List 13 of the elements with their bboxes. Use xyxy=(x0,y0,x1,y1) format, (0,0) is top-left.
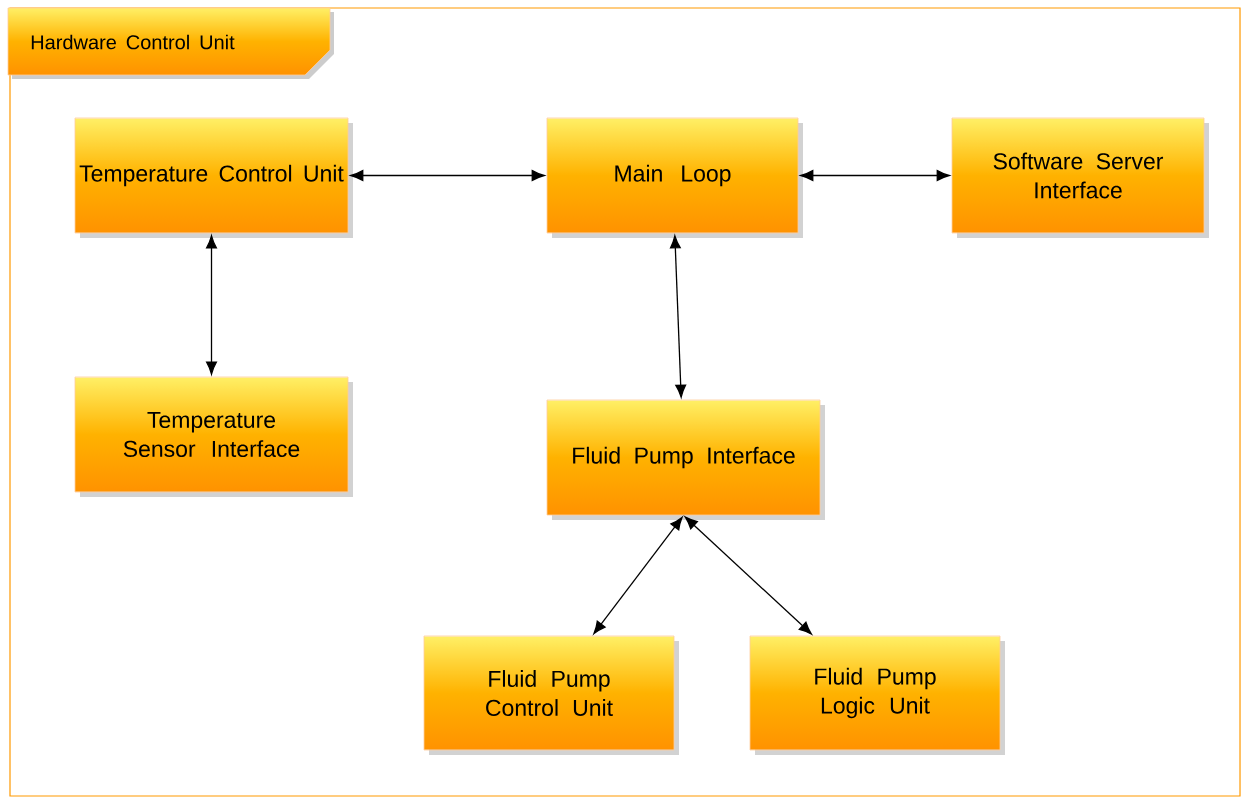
arrow xyxy=(593,516,683,635)
arrow xyxy=(350,170,545,181)
process-box: Temperature Sensor Interface xyxy=(74,376,353,497)
arrow xyxy=(684,516,812,635)
arrow xyxy=(800,170,950,181)
process-box: Fluid Pump Logic Unit xyxy=(749,635,1005,755)
process-box: Main Loop xyxy=(546,117,803,238)
process-box: Software Server Interface xyxy=(951,117,1209,238)
process-box: Temperature Control Unit xyxy=(74,117,353,238)
arrow xyxy=(669,235,687,398)
process-box: Fluid Pump Interface xyxy=(546,399,825,520)
process-box: Fluid Pump Control Unit xyxy=(423,635,679,755)
arrow xyxy=(206,235,217,375)
